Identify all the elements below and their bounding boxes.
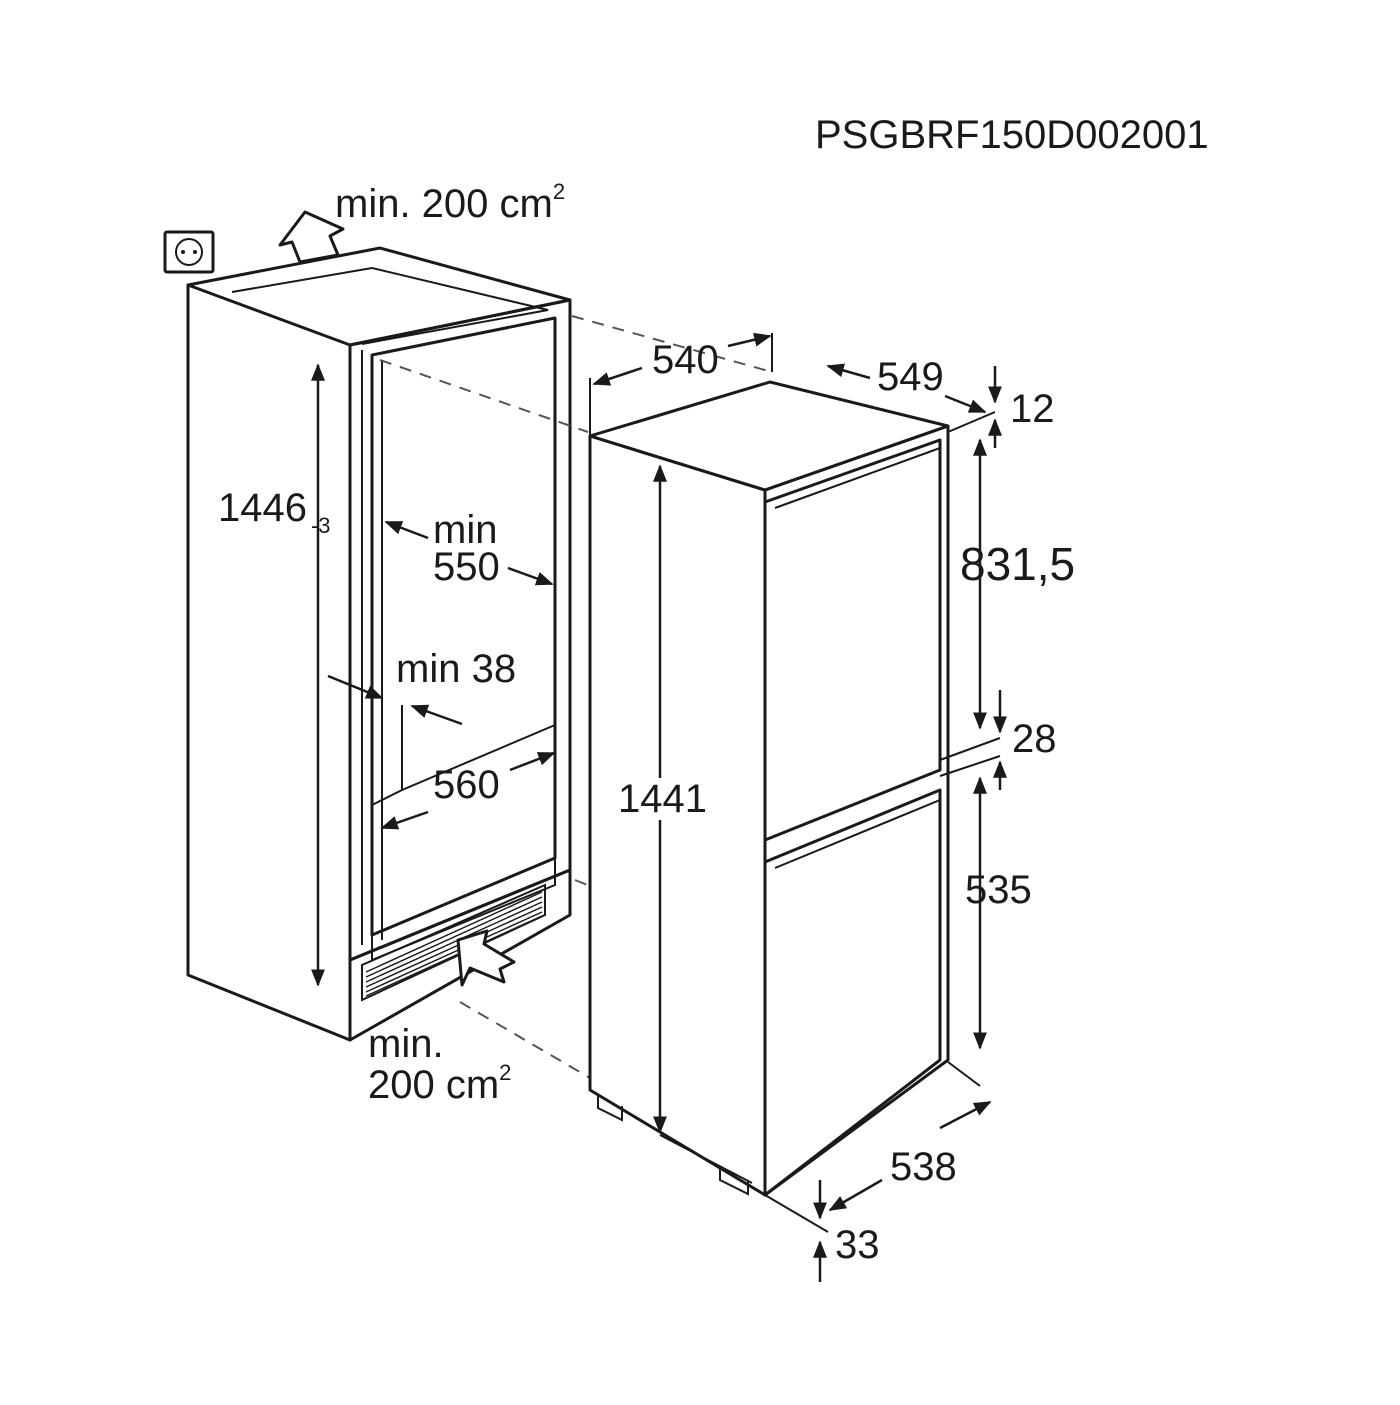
door-gap-value: 28 xyxy=(1012,717,1057,761)
bottom-extension xyxy=(947,1061,981,1087)
door-width-arrow-left xyxy=(828,1178,883,1212)
top-gap-extension xyxy=(947,411,996,433)
appliance-depth-arrow-left xyxy=(826,363,871,380)
appliance-depth-value: 549 xyxy=(877,355,944,399)
appliance-height-label-bg xyxy=(625,778,699,820)
depth-arrow-back xyxy=(384,520,429,540)
width-arrow-left xyxy=(380,810,429,830)
projection-lines xyxy=(379,315,773,1079)
door-width-value: 538 xyxy=(890,1145,957,1189)
lower-door xyxy=(763,788,942,1197)
door-gap-extension-top xyxy=(939,737,1001,761)
niche-depth-min-label: min xyxy=(433,508,497,552)
power-socket-icon xyxy=(163,230,215,274)
appliance-height-value: 1441 xyxy=(618,777,707,821)
door-gap-extension-bottom xyxy=(939,755,1001,777)
vent-bottom-label: 200 cm2 xyxy=(368,1060,511,1107)
appliance-width-arrow-right xyxy=(727,332,772,348)
appliance-width-arrow-left xyxy=(592,366,643,386)
vent-bottom-value: 200 cm xyxy=(368,1063,499,1107)
door-width-arrow-right xyxy=(939,1100,992,1130)
airflow-in-arrow-icon xyxy=(456,929,516,987)
niche-height-label: 1446-3 xyxy=(218,486,331,538)
vent-top-exponent: 2 xyxy=(553,179,565,204)
bottom-vent-grille xyxy=(365,891,543,997)
airflow-up-arrow-icon xyxy=(278,210,345,264)
niche-height-value: 1446 xyxy=(218,486,307,530)
depth-arrow-front xyxy=(507,566,554,586)
lower-door-height-value: 535 xyxy=(965,868,1032,912)
niche-cabinet xyxy=(186,246,572,1042)
vent-top-value: min. 200 cm xyxy=(335,182,553,226)
clearance-arrow-right xyxy=(410,704,463,726)
appliance-width-value: 540 xyxy=(652,338,719,382)
vent-bottom-line1: min. xyxy=(368,1022,444,1066)
niche-height-tolerance: -3 xyxy=(311,513,331,538)
vent-top-label: min. 200 cm2 xyxy=(335,179,565,226)
upper-door-height-value: 831,5 xyxy=(960,538,1075,590)
vent-bottom-exponent: 2 xyxy=(499,1060,511,1085)
top-gap-value: 12 xyxy=(1010,387,1055,431)
appliance-depth-arrow-right xyxy=(944,394,987,414)
width-arrow-right xyxy=(509,751,556,772)
niche-width-value: 560 xyxy=(433,763,500,807)
clearance-arrow-left xyxy=(327,674,384,700)
niche-depth-min-value: 550 xyxy=(433,545,500,589)
bottom-gap-value: 33 xyxy=(835,1223,880,1267)
model-code: PSGBRF150D002001 xyxy=(815,113,1209,157)
upper-door xyxy=(763,438,942,842)
clearance-label: min 38 xyxy=(396,647,516,691)
bottom-gap-extension xyxy=(764,1194,829,1233)
